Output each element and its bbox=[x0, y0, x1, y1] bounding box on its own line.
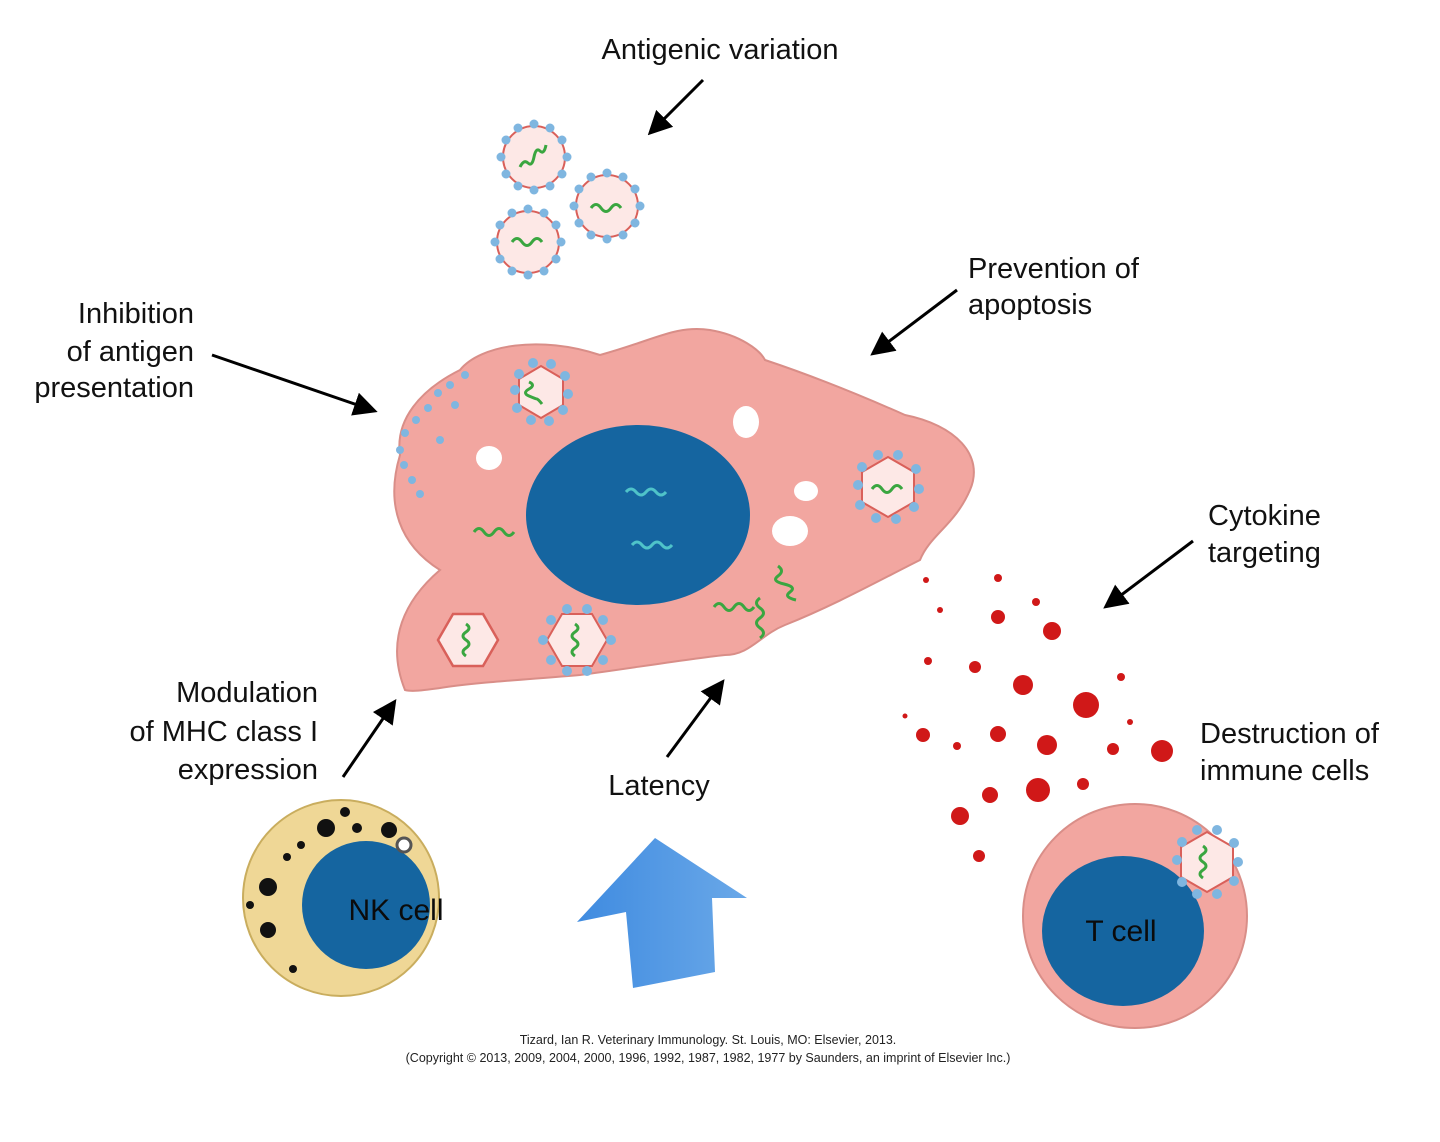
label-antigenic-variation: Antigenic variation bbox=[602, 34, 839, 66]
label-prevention-line1: Prevention of bbox=[968, 253, 1140, 285]
label-inhibition-line1: Inhibition bbox=[78, 298, 194, 330]
viral-rna bbox=[755, 596, 765, 640]
virus-particle bbox=[853, 450, 924, 524]
label-latency: Latency bbox=[608, 770, 710, 802]
label-modulation-line2: of MHC class I bbox=[129, 716, 318, 748]
label-inhibition-line2: of antigen bbox=[67, 336, 194, 368]
arrow-latency bbox=[665, 679, 725, 758]
label-cytokine-line1: Cytokine bbox=[1208, 500, 1321, 532]
label-inhibition-line3: presentation bbox=[34, 372, 194, 404]
label-modulation-line1: Modulation bbox=[176, 677, 318, 709]
virus-particle bbox=[538, 604, 616, 676]
label-cytokine-line2: targeting bbox=[1208, 537, 1321, 569]
vacuole bbox=[733, 406, 759, 438]
virus-particle bbox=[510, 358, 573, 426]
credit-line-2: (Copyright © 2013, 2009, 2004, 2000, 199… bbox=[406, 1051, 1011, 1065]
label-destruction-line1: Destruction of bbox=[1200, 718, 1380, 750]
surface-antigen-dots bbox=[396, 371, 469, 498]
arrow-inhibition-antigen-presentation bbox=[211, 353, 378, 416]
t-cell bbox=[1022, 803, 1248, 1029]
nk-cell bbox=[242, 799, 440, 997]
arrow-cytokine-targeting bbox=[1103, 539, 1194, 609]
virus-particle-uncoated bbox=[436, 612, 500, 668]
free-virus bbox=[569, 168, 645, 244]
label-destruction-line2: immune cells bbox=[1200, 755, 1369, 787]
arrow-prevention-apoptosis bbox=[870, 288, 958, 356]
nucleus-rna-strand bbox=[624, 487, 668, 497]
free-virus bbox=[496, 119, 572, 195]
vacuole bbox=[794, 481, 818, 501]
label-modulation-line3: expression bbox=[178, 754, 318, 786]
nucleus-rna-strand bbox=[630, 540, 674, 550]
viral-rna bbox=[774, 564, 797, 602]
arrow-modulation-mhc bbox=[341, 699, 397, 778]
latency-arrow bbox=[577, 838, 747, 988]
free-virus bbox=[490, 204, 566, 280]
viral-rna bbox=[472, 527, 516, 537]
vacuole bbox=[476, 446, 502, 470]
nk-cell-label: NK cell bbox=[348, 894, 443, 927]
viral-rna bbox=[712, 602, 756, 612]
credit-line-1: Tizard, Ian R. Veterinary Immunology. St… bbox=[520, 1033, 897, 1047]
host-nucleus bbox=[526, 425, 750, 605]
label-prevention-line2: apoptosis bbox=[968, 289, 1092, 321]
vacuole bbox=[772, 516, 808, 546]
t-cell-label: T cell bbox=[1085, 915, 1156, 948]
cytokine-particles bbox=[902, 574, 1173, 862]
arrow-antigenic-variation bbox=[647, 78, 705, 136]
nk-granules bbox=[246, 807, 397, 973]
